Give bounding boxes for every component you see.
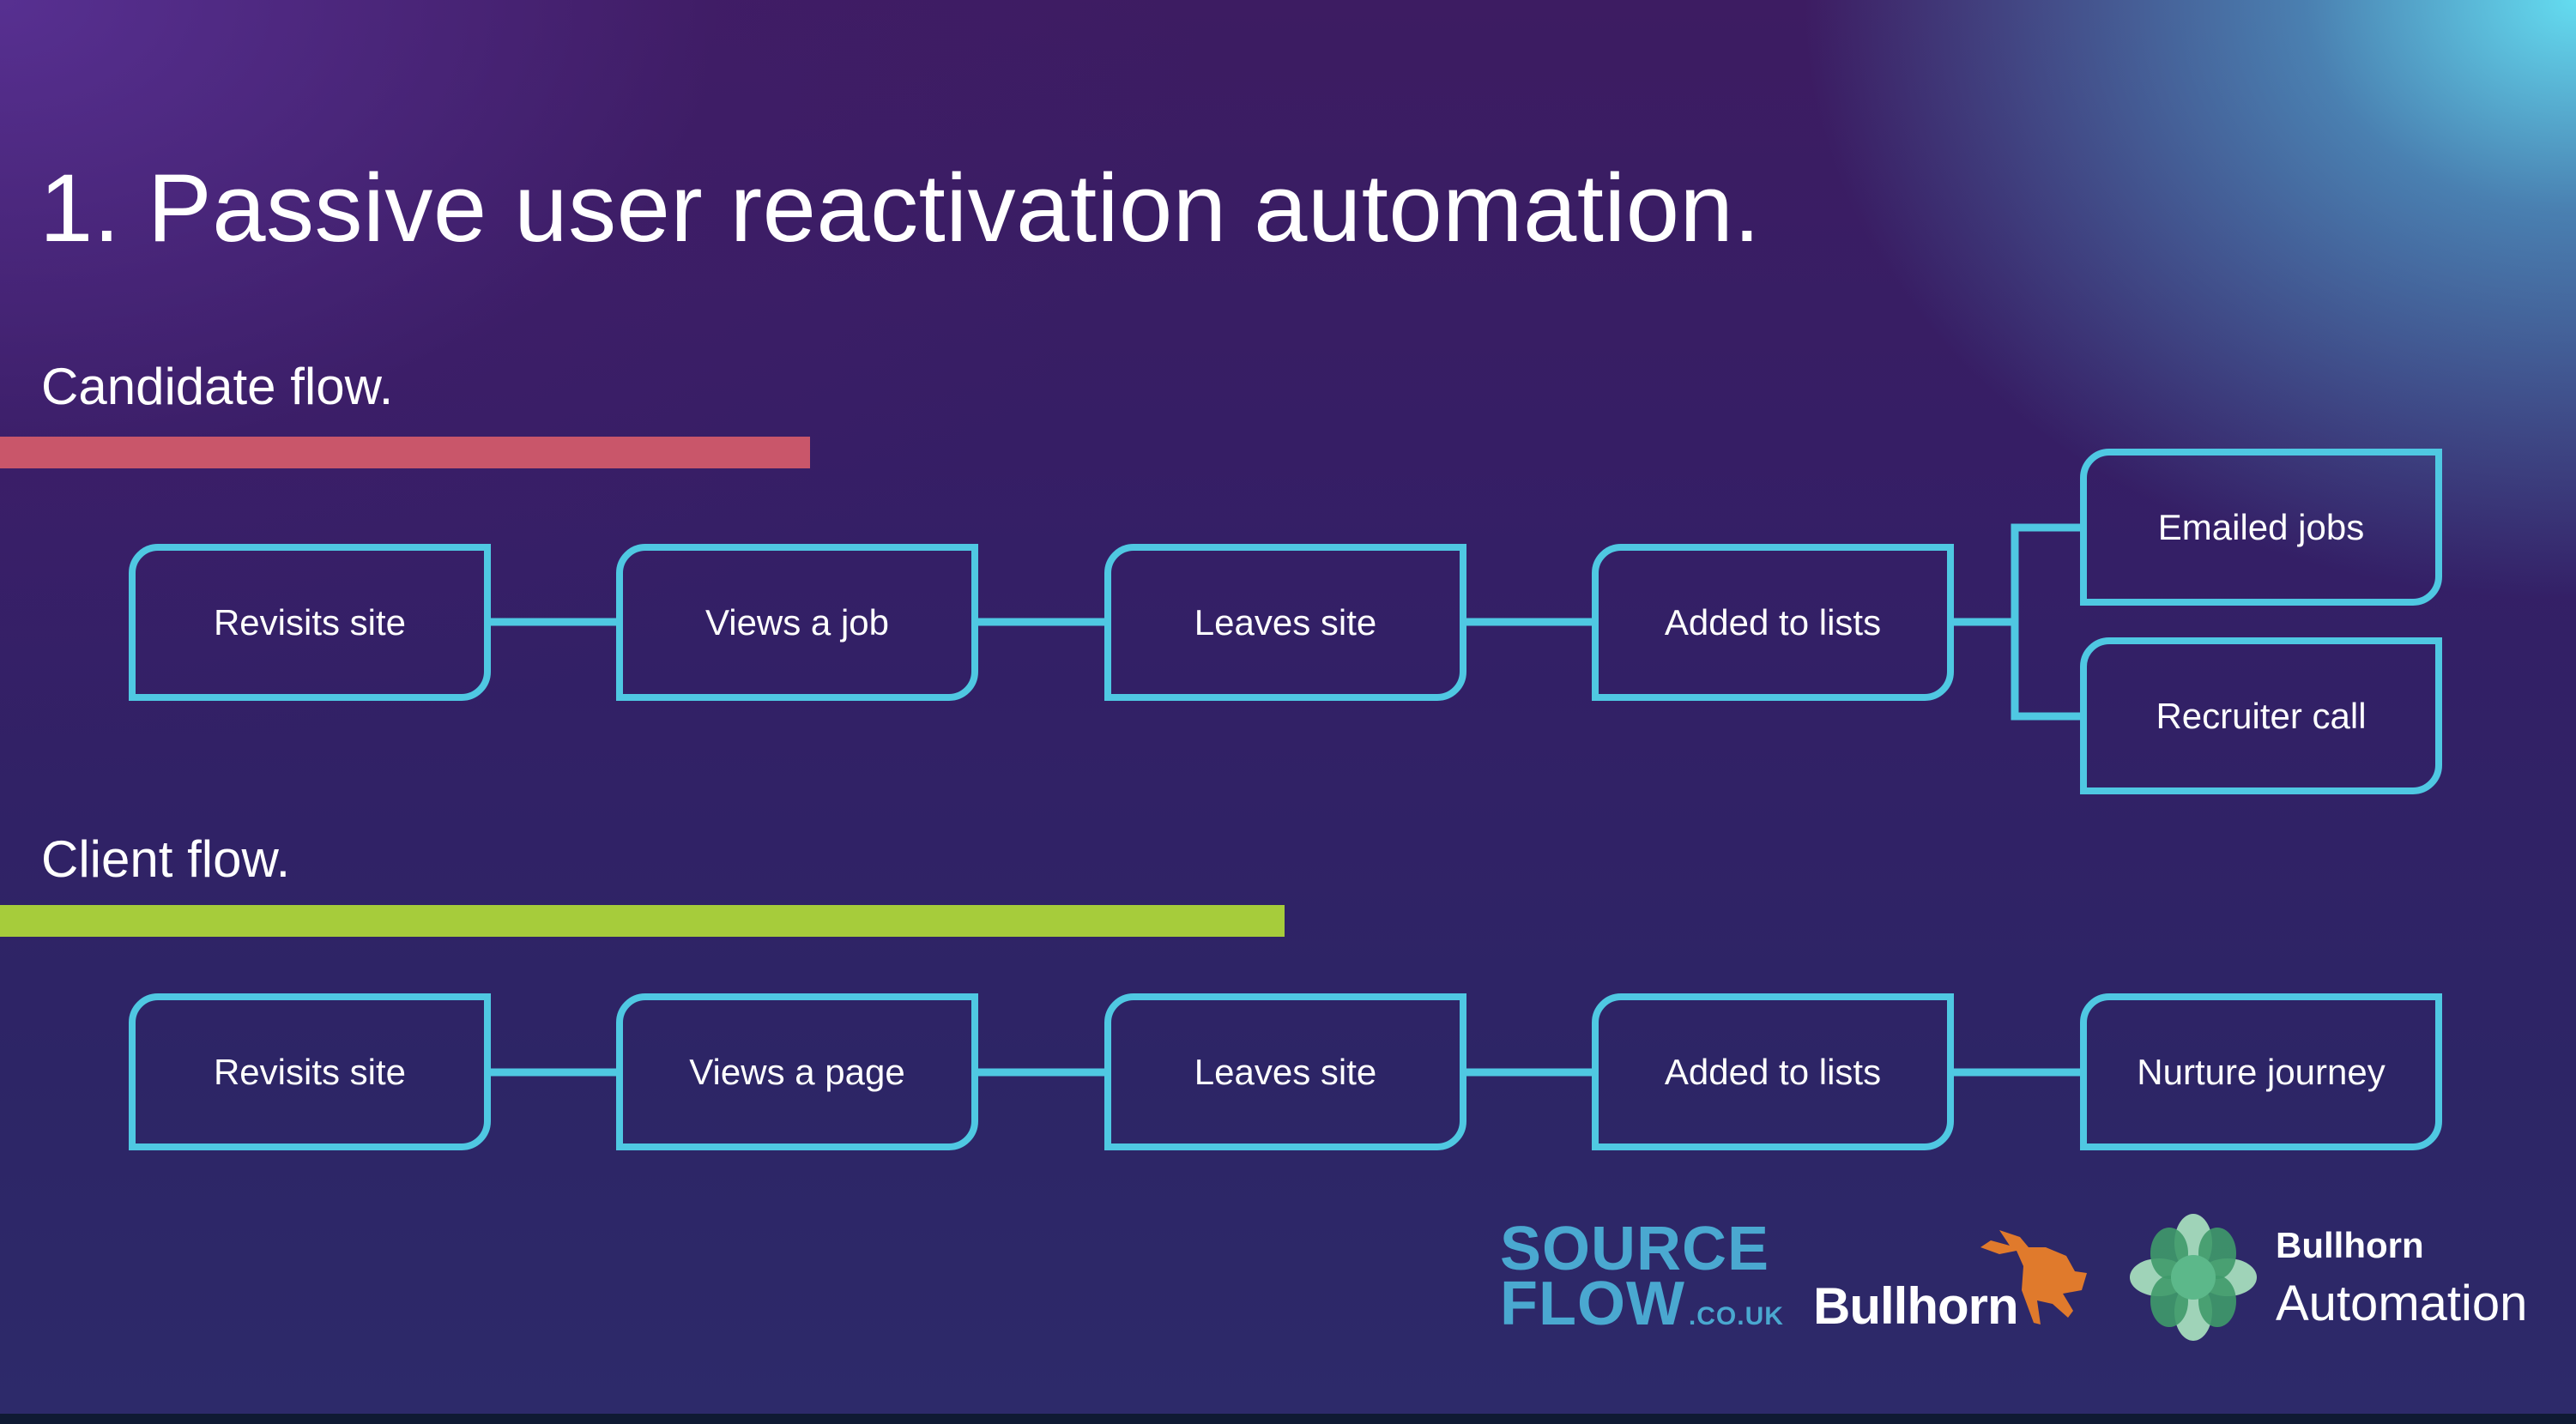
sourceflow-logo: SOURCE FLOW.CO.UK bbox=[1500, 1215, 1784, 1344]
branch-connector bbox=[2011, 523, 2080, 721]
candidate-branch-recruiter-call: Recruiter call bbox=[2080, 637, 2442, 794]
candidate-step-leaves-site: Leaves site bbox=[1104, 544, 1466, 701]
sourceflow-logo-line2: FLOW bbox=[1500, 1270, 1685, 1338]
sourceflow-logo-line1: SOURCE bbox=[1500, 1215, 1770, 1283]
candidate-branch-emailed-jobs: Emailed jobs bbox=[2080, 449, 2442, 606]
candidate-step-revisits-site: Revisits site bbox=[129, 544, 491, 701]
bullhorn-logo-text: Bullhorn bbox=[1813, 1277, 2019, 1335]
client-step-added-to-lists: Added to lists bbox=[1592, 993, 1954, 1150]
client-flow-accent-bar bbox=[0, 905, 1285, 937]
client-flow-heading: Client flow. bbox=[41, 830, 291, 888]
bottom-strip bbox=[0, 1414, 2576, 1424]
bullhorn-automation-logo-line2: Automation bbox=[2276, 1276, 2528, 1331]
candidate-flow-heading: Candidate flow. bbox=[41, 358, 394, 415]
slide-title: 1. Passive user reactivation automation. bbox=[39, 154, 1761, 262]
bullhorn-bull-icon bbox=[1980, 1230, 2087, 1324]
client-step-nurture-journey: Nurture journey bbox=[2080, 993, 2442, 1150]
candidate-step-added-to-lists: Added to lists bbox=[1592, 544, 1954, 701]
candidate-step-views-a-job: Views a job bbox=[616, 544, 978, 701]
bullhorn-automation-flower-icon bbox=[2130, 1214, 2257, 1341]
sourceflow-logo-suffix: .CO.UK bbox=[1688, 1302, 1784, 1330]
bullhorn-automation-logo-line1: Bullhorn bbox=[2276, 1225, 2424, 1265]
candidate-flow-accent-bar bbox=[0, 437, 810, 468]
client-step-views-a-page: Views a page bbox=[616, 993, 978, 1150]
client-step-revisits-site: Revisits site bbox=[129, 993, 491, 1150]
client-step-leaves-site: Leaves site bbox=[1104, 993, 1466, 1150]
